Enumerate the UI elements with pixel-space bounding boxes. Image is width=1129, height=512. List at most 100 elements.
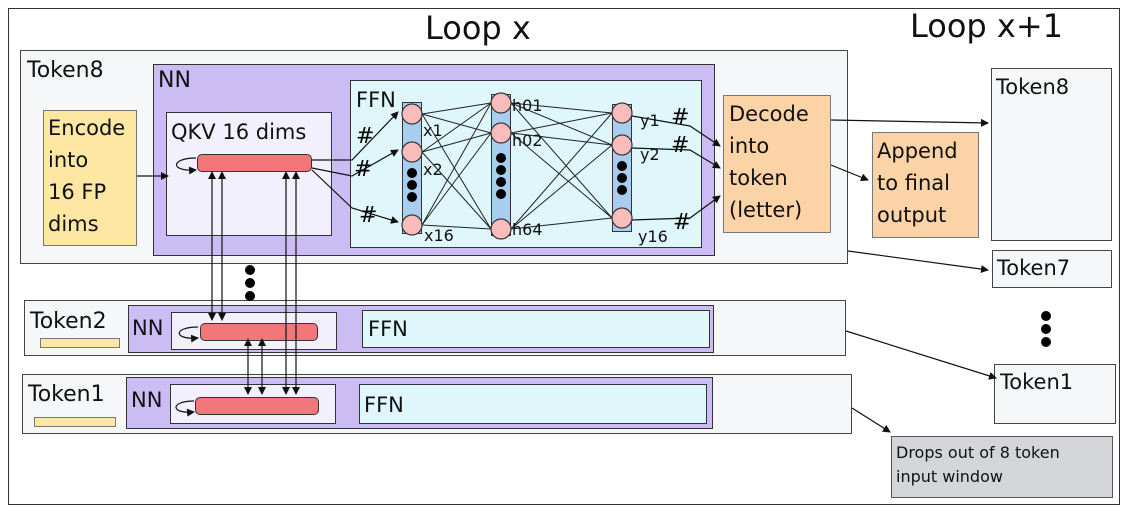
token2-nn-label: NN — [132, 316, 164, 340]
append-line-1: Append — [877, 139, 958, 163]
token1-encode-strip — [34, 417, 116, 427]
x2-label: x2 — [423, 160, 443, 179]
x16-label: x16 — [424, 226, 454, 245]
token1-ffn-box — [359, 384, 707, 424]
token8-to-token7-arrow — [847, 250, 989, 274]
append-line-2: to final — [877, 171, 950, 195]
ellipsis-dot — [1041, 337, 1051, 347]
ffn-connections — [421, 102, 613, 230]
layer-dot — [496, 189, 506, 199]
token8-attention-bar — [197, 154, 312, 172]
next-token1-label: Token1 — [1000, 370, 1074, 394]
h02-label: h02 — [512, 131, 543, 150]
y1-to-decode-arrow — [631, 115, 721, 147]
next-token7-label: Token7 — [997, 256, 1071, 280]
connection-x-h — [421, 132, 492, 153]
qkv-label: QKV 16 dims — [171, 120, 307, 144]
connection-x-h — [421, 132, 492, 226]
layer-dot — [496, 177, 506, 187]
append-box — [872, 132, 979, 238]
decode-line-3: token — [729, 166, 788, 190]
hash-out-2: # — [671, 133, 689, 158]
layer-dot — [617, 173, 627, 183]
token8-self-loop — [176, 157, 197, 175]
node-y1 — [611, 102, 633, 124]
y2-to-decode-arrow — [631, 147, 721, 169]
node-y16 — [611, 207, 633, 229]
connection-h-y — [510, 112, 613, 230]
ellipsis-dot — [1041, 324, 1051, 334]
x1-label: x1 — [423, 121, 443, 140]
node-h64 — [490, 218, 512, 240]
decode-line-4: (letter) — [729, 198, 803, 222]
next-token1-box — [994, 364, 1116, 424]
drops-line-1: Drops out of 8 token — [896, 443, 1060, 462]
token2-to-token1-arrow — [845, 330, 997, 380]
ellipsis-dot — [245, 265, 255, 275]
connection-h-y — [510, 112, 613, 134]
loop-x-plus-1-label: Loop x+1 — [910, 7, 1064, 45]
layer-dot — [496, 153, 506, 163]
h01-label: h01 — [512, 96, 543, 115]
drops-line-2: input window — [896, 467, 1003, 486]
ellipsis-dot — [245, 278, 255, 288]
token2-ffn-label: FFN — [368, 317, 408, 341]
connection-h-y — [510, 132, 613, 146]
layer-dot — [617, 161, 627, 171]
connection-x-h — [421, 102, 492, 115]
node-h02 — [490, 122, 512, 144]
hash-in-1: # — [356, 124, 374, 149]
connection-x-h — [421, 102, 492, 153]
layer-dot — [617, 185, 627, 195]
y16-label: y16 — [638, 227, 668, 246]
connection-h-y — [510, 102, 613, 219]
token1-label: Token1 — [28, 382, 105, 407]
token8-nn-label: NN — [158, 68, 191, 93]
ellipsis-dot — [245, 291, 255, 301]
connection-h-y — [510, 102, 613, 146]
connection-x-h — [421, 151, 492, 230]
node-h01 — [490, 92, 512, 114]
connection-h-y — [510, 102, 613, 114]
token2-ffn-box — [362, 310, 710, 348]
connection-h-y — [510, 132, 613, 219]
node-x1 — [401, 103, 423, 125]
qkv-to-x1-arrow — [312, 111, 399, 161]
decode-to-next-token8-arrow — [830, 118, 989, 127]
encode-box — [43, 110, 137, 246]
next-token8-box — [991, 68, 1112, 241]
y1-label: y1 — [640, 111, 660, 130]
token2-encode-strip — [40, 338, 120, 348]
hash-out-1: # — [671, 105, 689, 130]
ellipsis-dot — [1041, 311, 1051, 321]
connection-x-h — [421, 224, 492, 230]
connection-x-h — [421, 102, 492, 226]
encode-line-3: 16 FP — [48, 180, 107, 204]
y2-label: y2 — [640, 145, 660, 164]
next-token8-label: Token8 — [996, 75, 1070, 99]
qkv-to-x16-arrow — [311, 169, 399, 224]
decode-line-1: Decode — [729, 102, 809, 126]
layer-dot — [407, 192, 417, 202]
h64-label: h64 — [512, 220, 543, 239]
token1-attention-bar — [195, 397, 319, 415]
token1-nn-label: NN — [131, 388, 163, 412]
token8-ffn-label: FFN — [356, 88, 396, 112]
qkv-to-x2-arrow — [311, 149, 399, 177]
encode-line-4: dims — [48, 212, 99, 236]
hash-in-2: # — [354, 157, 372, 182]
append-line-3: output — [877, 203, 947, 227]
decode-line-2: into — [729, 134, 770, 158]
hash-out-3: # — [673, 210, 691, 235]
connection-h-y — [510, 144, 613, 230]
next-token7-box — [992, 250, 1112, 288]
connection-x-h — [421, 113, 492, 230]
token8-label: Token8 — [27, 58, 104, 83]
node-y2 — [611, 134, 633, 156]
node-x2 — [401, 141, 423, 163]
y16-to-decode-arrow — [631, 195, 721, 221]
drops-out-box — [891, 436, 1113, 498]
decode-to-append-arrow — [830, 164, 869, 182]
connection-x-h — [421, 113, 492, 134]
